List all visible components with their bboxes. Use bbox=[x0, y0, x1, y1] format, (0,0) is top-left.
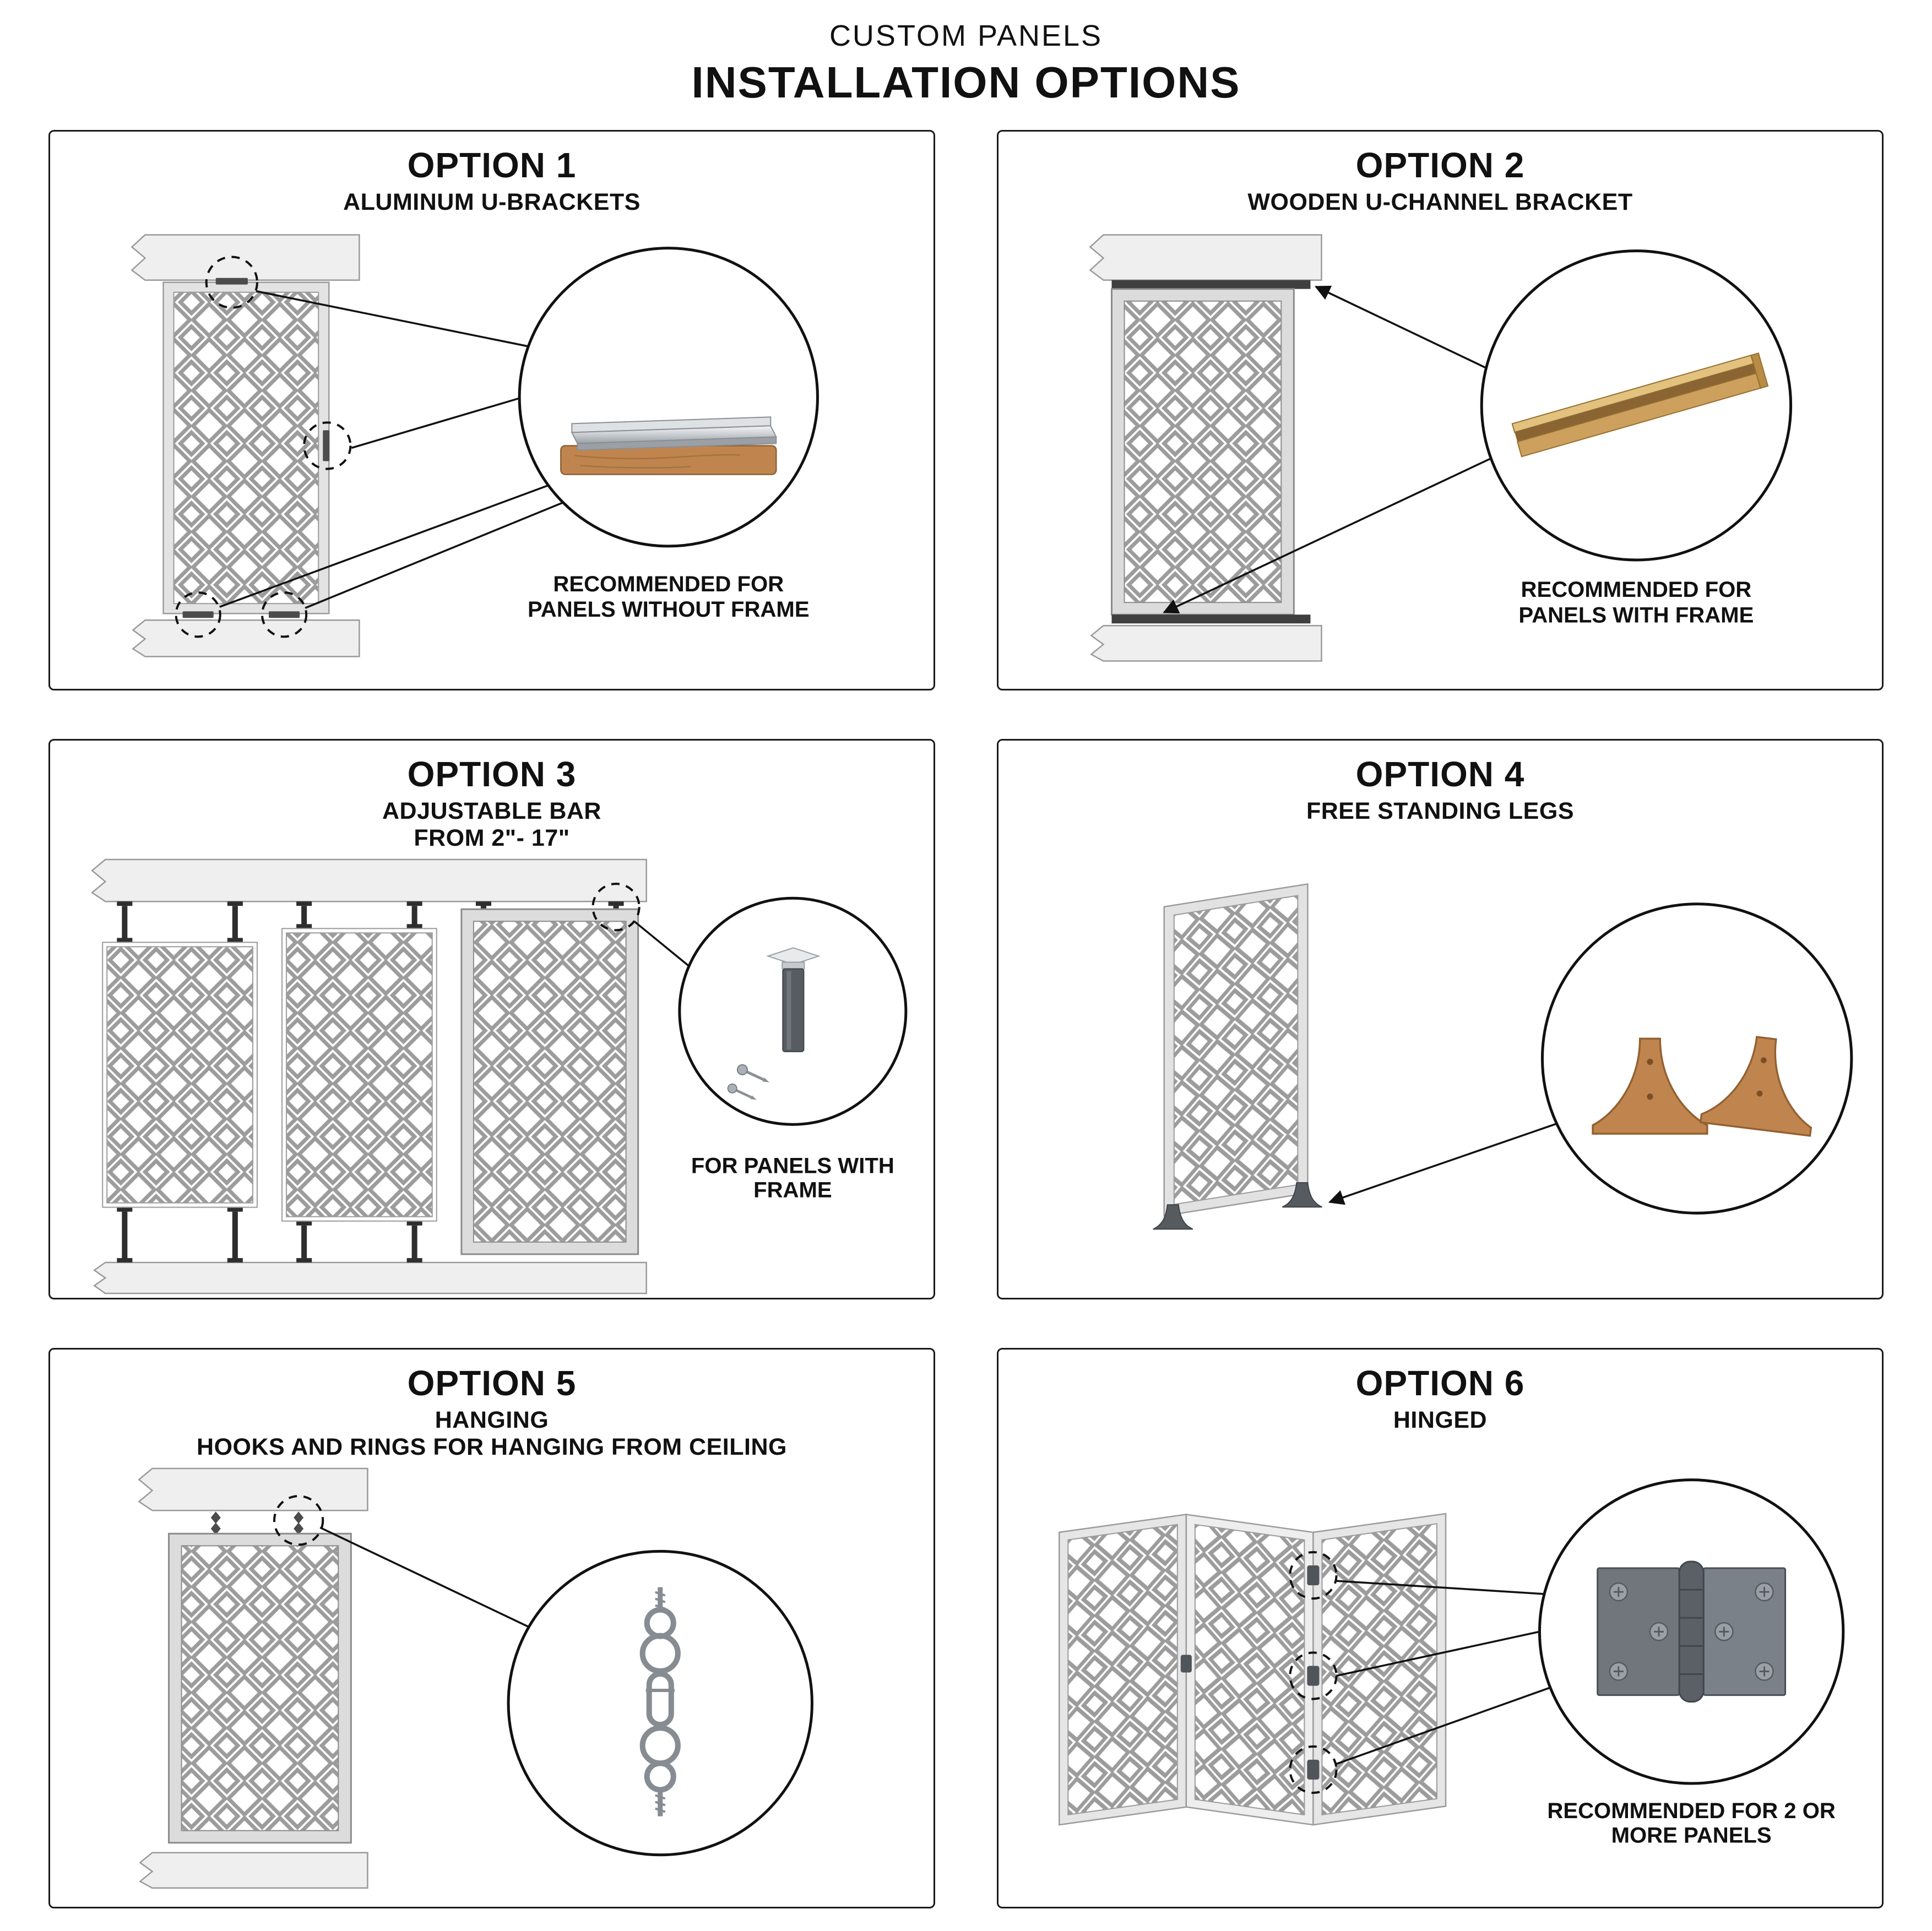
option-2-subtitle: WOODEN U-CHANNEL BRACKET bbox=[1247, 189, 1633, 215]
option-3-caption-line-1: FOR PANELS WITH bbox=[691, 1154, 894, 1178]
option-6-caption-line-2: MORE PANELS bbox=[1611, 1823, 1772, 1847]
lattice-panel-1 bbox=[102, 942, 258, 1208]
option-3-title: OPTION 3 bbox=[407, 754, 577, 794]
option-1-illustration: RECOMMENDED FOR PANELS WITHOUT FRAME bbox=[131, 234, 819, 657]
floor-bar bbox=[93, 1261, 647, 1294]
hinge-screws bbox=[1609, 1582, 1774, 1681]
option-5-illustration bbox=[138, 1467, 813, 1889]
option-3-panel: OPTION 3 ADJUSTABLE BAR FROM 2"- 17" bbox=[48, 739, 935, 1299]
option-1-title: OPTION 1 bbox=[407, 145, 577, 185]
connector-line bbox=[1336, 1630, 1540, 1677]
ceiling-bar bbox=[138, 1467, 368, 1511]
detail-magnifier-circle bbox=[1540, 902, 1853, 1215]
connector-line bbox=[351, 397, 520, 449]
option-2-illustration: RECOMMENDED FOR PANELS WITH FRAME bbox=[1089, 234, 1793, 662]
option-3-diagram: FOR PANELS WITH FRAME bbox=[50, 852, 934, 1298]
connector-arrow bbox=[1314, 285, 1486, 369]
option-4-subtitle: FREE STANDING LEGS bbox=[1306, 798, 1574, 824]
option-6-panel: OPTION 6 HINGED bbox=[997, 1348, 1884, 1908]
adjustable-bar-icon bbox=[766, 947, 821, 1052]
connector-arrow bbox=[1163, 457, 1491, 614]
hinge-icon bbox=[1597, 1560, 1787, 1703]
framed-lattice-panel-3 bbox=[460, 908, 639, 1255]
option-1-caption-line-2: PANELS WITHOUT FRAME bbox=[528, 597, 810, 622]
connector-line bbox=[1336, 1580, 1546, 1595]
top-u-channel bbox=[1111, 280, 1311, 289]
connector-line bbox=[305, 502, 563, 609]
option-1-panel: OPTION 1 ALUMINUM U-BRACKETS bbox=[48, 130, 935, 690]
callout-circle-bottom-right bbox=[261, 591, 308, 638]
option-3-caption-line-2: FRAME bbox=[753, 1178, 832, 1203]
hook-and-ring-icon bbox=[639, 1587, 681, 1816]
option-5-title: OPTION 5 bbox=[407, 1363, 577, 1403]
callout-circle-top bbox=[1289, 1551, 1338, 1600]
callout-circle-bottom-left bbox=[175, 591, 221, 638]
detail-magnifier-circle bbox=[518, 247, 819, 548]
wooden-legs-icon bbox=[1592, 1036, 1812, 1137]
ceiling-bar bbox=[1089, 234, 1322, 281]
floor-bar bbox=[139, 1852, 368, 1889]
option-4-illustration bbox=[1153, 883, 1853, 1230]
lattice-panel bbox=[162, 281, 330, 614]
option-2-title: OPTION 2 bbox=[1355, 145, 1525, 185]
option-1-subtitle: ALUMINUM U-BRACKETS bbox=[343, 189, 641, 215]
detail-magnifier-circle bbox=[507, 1549, 813, 1857]
option-6-title: OPTION 6 bbox=[1355, 1363, 1525, 1403]
ceiling-bar bbox=[91, 858, 647, 902]
framed-lattice-panel bbox=[168, 1532, 352, 1844]
option-5-subtitle: HANGING bbox=[435, 1407, 549, 1433]
folding-panels bbox=[1059, 1513, 1447, 1826]
callout-circle bbox=[273, 1495, 324, 1546]
free-standing-panel bbox=[1163, 883, 1309, 1217]
floor-bar bbox=[1090, 625, 1322, 662]
connector-line bbox=[633, 920, 690, 967]
option-6-caption-line-1: RECOMMENDED FOR 2 OR bbox=[1547, 1799, 1836, 1823]
option-3-illustration: FOR PANELS WITH FRAME bbox=[91, 858, 908, 1294]
option-2-caption-line-1: RECOMMENDED FOR bbox=[1521, 578, 1752, 602]
option-2-panel: OPTION 2 WOODEN U-CHANNEL BRACKET bbox=[997, 130, 1884, 690]
wooden-u-channel-icon bbox=[1511, 352, 1769, 458]
page-title: CUSTOM PANELS bbox=[829, 19, 1103, 52]
hinge-marks bbox=[1180, 1565, 1320, 1780]
lattice-panel-2 bbox=[281, 928, 437, 1222]
option-4-diagram bbox=[998, 825, 1882, 1298]
option-4-title: OPTION 4 bbox=[1355, 754, 1525, 794]
option-6-illustration: RECOMMENDED FOR 2 OR MORE PANELS bbox=[1059, 1478, 1845, 1847]
floor-bar bbox=[132, 619, 360, 657]
option-1-diagram: RECOMMENDED FOR PANELS WITHOUT FRAME bbox=[50, 216, 934, 689]
ceiling-hooks bbox=[210, 1511, 304, 1535]
connector-line bbox=[219, 485, 549, 608]
framed-lattice-panel bbox=[1111, 288, 1295, 616]
panel-feet bbox=[1153, 1182, 1322, 1230]
option-3-subtitle-2: FROM 2"- 17" bbox=[414, 825, 570, 851]
connector-line bbox=[256, 290, 529, 347]
screws-icon bbox=[727, 1064, 770, 1100]
page-subtitle: INSTALLATION OPTIONS bbox=[691, 58, 1241, 107]
connector-arrow bbox=[1328, 1123, 1557, 1205]
page-header: CUSTOM PANELS INSTALLATION OPTIONS bbox=[0, 19, 1932, 108]
option-6-diagram: RECOMMENDED FOR 2 OR MORE PANELS bbox=[998, 1434, 1882, 1907]
option-1-caption-line-1: RECOMMENDED FOR bbox=[553, 572, 784, 596]
option-2-diagram: RECOMMENDED FOR PANELS WITH FRAME bbox=[998, 216, 1882, 689]
option-4-panel: OPTION 4 FREE STANDING LEGS bbox=[997, 739, 1884, 1299]
options-grid: OPTION 1 ALUMINUM U-BRACKETS bbox=[0, 108, 1932, 1908]
u-bracket-marks bbox=[182, 278, 330, 618]
option-2-caption-line-2: PANELS WITH FRAME bbox=[1518, 603, 1754, 627]
option-5-subtitle-2: HOOKS AND RINGS FOR HANGING FROM CEILING bbox=[197, 1434, 787, 1460]
aluminum-u-bracket-icon bbox=[571, 416, 777, 451]
option-5-panel: OPTION 5 HANGING HOOKS AND RINGS FOR HAN… bbox=[48, 1348, 935, 1908]
bottom-u-channel bbox=[1111, 614, 1311, 624]
connector-line bbox=[1335, 1685, 1553, 1765]
option-6-subtitle: HINGED bbox=[1393, 1407, 1488, 1433]
option-5-diagram bbox=[50, 1461, 934, 1907]
ceiling-bar bbox=[131, 234, 360, 281]
connector-line bbox=[319, 1526, 529, 1628]
option-3-subtitle: ADJUSTABLE BAR bbox=[382, 798, 601, 824]
